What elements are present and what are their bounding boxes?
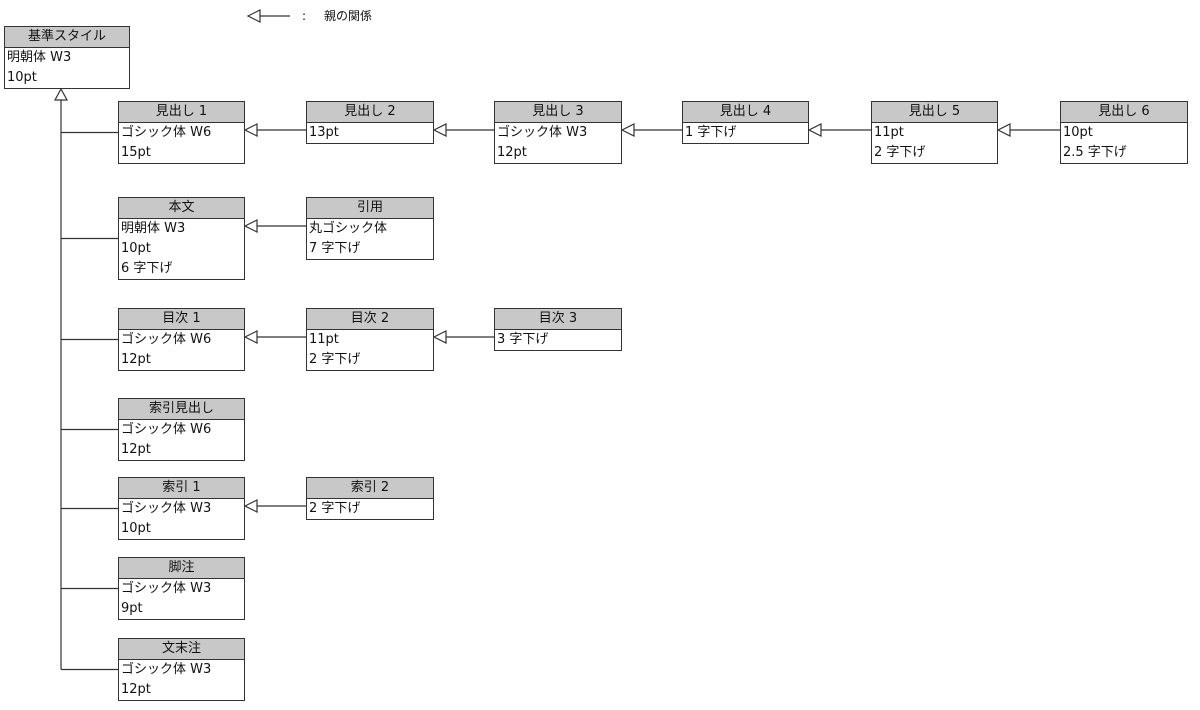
style-box-sakuinmidashi: 索引見出しゴシック体 W6 12pt [118,398,245,461]
style-property: 9pt [121,601,143,616]
style-name: 見出し 6 [1061,102,1187,123]
style-box-sakuin1: 索引 1 ゴシック体 W3 10pt [118,477,245,540]
inherit-arrow-left [243,123,258,137]
style-box-mokuji1: 目次 1 ゴシック体 W6 12pt [118,308,245,371]
style-box-midashi2: 見出し 2 13pt [306,101,434,144]
style-name: 索引見出し [119,399,244,420]
legend-label: 親の関係 [324,9,373,23]
style-property: 丸ゴシック体 [309,221,388,236]
style-property: 10pt [121,241,151,256]
inherit-arrow-left [620,123,635,137]
style-name: 索引 2 [307,478,433,499]
style-property: ゴシック体 W6 [121,332,212,347]
style-box-inyou: 引用丸ゴシック体 7 字下げ [306,197,434,260]
style-property: 2.5 字下げ [1063,145,1127,160]
inherit-arrow-left [243,330,258,344]
style-name: 基準スタイル [5,27,129,48]
inherit-arrow-left [432,123,447,137]
style-name: 引用 [307,198,433,219]
style-property: 12pt [121,442,151,457]
style-property: 2 字下げ [874,145,926,160]
style-box-mokuji3: 目次 3 3 字下げ [494,308,622,351]
style-property: 1 字下げ [685,125,737,140]
style-name: 見出し 5 [872,102,997,123]
style-property: 15pt [121,145,151,160]
style-property: 13pt [309,125,339,140]
style-name: 見出し 3 [495,102,621,123]
style-name: 文末注 [119,639,244,660]
style-property: 明朝体 W3 [7,50,72,65]
style-property: ゴシック体 W3 [497,125,588,140]
inherit-arrow-up [53,87,69,101]
style-box-mokuji2: 目次 2 11pt 2 字下げ [306,308,434,371]
inherit-arrow-left [432,330,447,344]
style-property: ゴシック体 W6 [121,125,212,140]
style-property: ゴシック体 W6 [121,422,212,437]
inherit-arrow-left [807,123,822,137]
style-property: 7 字下げ [309,241,361,256]
style-property: ゴシック体 W3 [121,581,212,596]
style-property: 6 字下げ [121,261,173,276]
style-property: 10pt [121,521,151,536]
style-box-midashi5: 見出し 5 11pt 2 字下げ [871,101,998,164]
inherit-arrow-left [243,499,258,513]
style-box-honbun: 本文明朝体 W3 10pt 6 字下げ [118,197,245,280]
legend-arrow-icon [246,9,290,23]
style-property: 12pt [497,145,527,160]
style-box-bunmatsuchu: 文末注ゴシック体 W3 12pt [118,638,245,701]
style-name: 索引 1 [119,478,244,499]
style-name: 見出し 4 [683,102,808,123]
style-property: 12pt [121,352,151,367]
style-property: 明朝体 W3 [121,221,186,236]
style-box-midashi6: 見出し 6 10pt 2.5 字下げ [1060,101,1188,164]
style-name: 見出し 2 [307,102,433,123]
inherit-arrow-left [996,123,1011,137]
style-box-kihon: 基準スタイル明朝体 W3 10pt [4,26,130,89]
style-box-kyakuchu: 脚注ゴシック体 W3 9pt [118,557,245,620]
style-property: 10pt [1063,125,1093,140]
style-name: 目次 1 [119,309,244,330]
style-property: 11pt [874,125,904,140]
style-property: 2 字下げ [309,352,361,367]
style-property: ゴシック体 W3 [121,662,212,677]
legend-colon: : [302,9,307,23]
style-name: 本文 [119,198,244,219]
style-box-sakuin2: 索引 2 2 字下げ [306,477,434,520]
style-property: 10pt [7,70,37,85]
style-name: 目次 3 [495,309,621,330]
style-name: 脚注 [119,558,244,579]
style-property: 2 字下げ [309,501,361,516]
style-property: 3 字下げ [497,332,549,347]
style-box-midashi3: 見出し 3 ゴシック体 W3 12pt [494,101,622,164]
style-property: 12pt [121,682,151,697]
style-name: 見出し 1 [119,102,244,123]
style-name: 目次 2 [307,309,433,330]
style-property: 11pt [309,332,339,347]
style-box-midashi1: 見出し 1 ゴシック体 W6 15pt [118,101,245,164]
inherit-arrow-left [243,219,258,233]
style-property: ゴシック体 W3 [121,501,212,516]
style-box-midashi4: 見出し 4 1 字下げ [682,101,809,144]
